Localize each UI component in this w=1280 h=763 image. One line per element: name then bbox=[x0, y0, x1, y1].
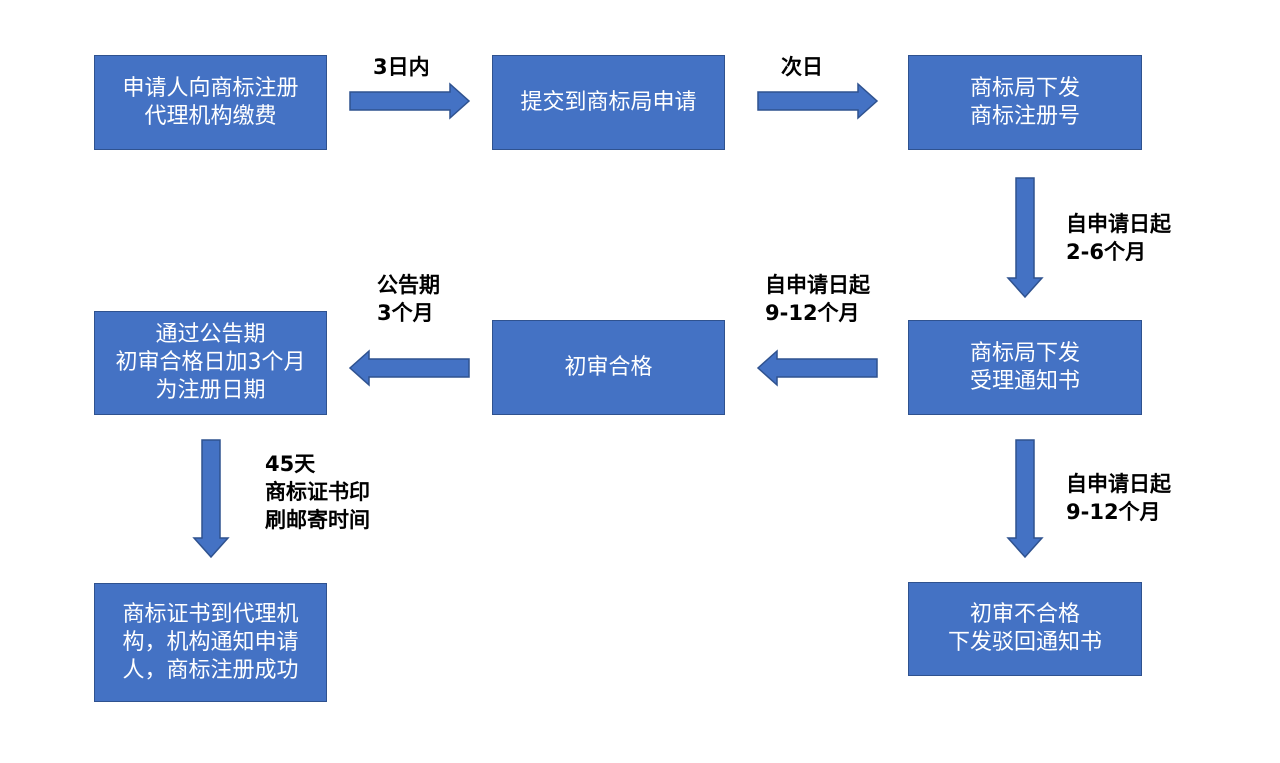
box-text-line: 申请人向商标注册 bbox=[122, 75, 299, 101]
box-acceptance-notice: 商标局下发 受理通知书 bbox=[908, 320, 1142, 415]
arrow-right-pay-to-submit bbox=[349, 82, 471, 120]
box-text-line: 商标局下发 bbox=[969, 75, 1080, 101]
label-line: 自申请日起 bbox=[1066, 472, 1171, 496]
box-text-line: 下发驳回通知书 bbox=[947, 630, 1102, 655]
box-text-line: 提交到商标局申请 bbox=[520, 89, 697, 115]
box-prelim-pass: 初审合格 bbox=[492, 320, 725, 415]
label-line: 次日 bbox=[781, 55, 823, 79]
arrow-down-announcement-to-certificate bbox=[192, 439, 230, 559]
label-line: 9-12个月 bbox=[1066, 500, 1161, 524]
box-text-line: 初审合格日加3个月 bbox=[115, 350, 306, 375]
label-line: 2-6个月 bbox=[1066, 240, 1146, 264]
box-certificate: 商标证书到代理机 构，机构通知申请 人，商标注册成功 bbox=[94, 583, 327, 702]
label-line: 公告期 bbox=[377, 273, 440, 297]
box-text-line: 通过公告期 bbox=[155, 322, 266, 347]
box-submit: 提交到商标局申请 bbox=[492, 55, 725, 150]
label-line: 刷邮寄时间 bbox=[265, 508, 370, 532]
label-line: 3日内 bbox=[373, 55, 430, 79]
box-text-line: 构，机构通知申请 bbox=[122, 629, 299, 655]
box-text-line: 为注册日期 bbox=[155, 378, 266, 403]
box-text-line: 商标注册号 bbox=[969, 103, 1080, 129]
box-text-line: 受理通知书 bbox=[969, 368, 1080, 394]
box-prelim-fail: 初审不合格 下发驳回通知书 bbox=[908, 582, 1142, 676]
label-line: 9-12个月 bbox=[765, 301, 860, 325]
label-announcement-period: 公告期 3个月 bbox=[377, 271, 440, 327]
arrow-right-submit-to-number bbox=[757, 82, 879, 120]
box-text-line: 商标证书到代理机 bbox=[122, 601, 299, 627]
box-text-line: 代理机构缴费 bbox=[144, 103, 277, 129]
label-within-3-days: 3日内 bbox=[373, 53, 430, 81]
label-line: 自申请日起 bbox=[1066, 212, 1171, 236]
box-text-line: 初审合格 bbox=[564, 354, 653, 380]
box-text-line: 商标局下发 bbox=[969, 340, 1080, 366]
box-announcement-pass: 通过公告期 初审合格日加3个月 为注册日期 bbox=[94, 311, 327, 415]
label-line: 3个月 bbox=[377, 301, 434, 325]
arrow-left-prelim-to-announcement bbox=[348, 349, 470, 387]
label-from-apply-2-6: 自申请日起 2-6个月 bbox=[1066, 210, 1171, 266]
box-pay-fee: 申请人向商标注册 代理机构缴费 bbox=[94, 55, 327, 150]
box-text-line: 初审不合格 bbox=[969, 602, 1080, 627]
label-next-day: 次日 bbox=[781, 53, 823, 81]
arrow-left-notice-to-prelim bbox=[756, 349, 878, 387]
box-text-line: 人，商标注册成功 bbox=[122, 657, 299, 683]
label-from-apply-9-12-down: 自申请日起 9-12个月 bbox=[1066, 470, 1171, 526]
label-line: 45天 bbox=[265, 452, 316, 476]
label-from-apply-9-12-left: 自申请日起 9-12个月 bbox=[765, 271, 870, 327]
arrow-down-number-to-notice bbox=[1006, 177, 1044, 299]
label-line: 商标证书印 bbox=[265, 480, 370, 504]
label-45-days: 45天 商标证书印 刷邮寄时间 bbox=[265, 450, 370, 534]
box-issue-number: 商标局下发 商标注册号 bbox=[908, 55, 1142, 150]
label-line: 自申请日起 bbox=[765, 273, 870, 297]
arrow-down-notice-to-fail bbox=[1006, 439, 1044, 559]
